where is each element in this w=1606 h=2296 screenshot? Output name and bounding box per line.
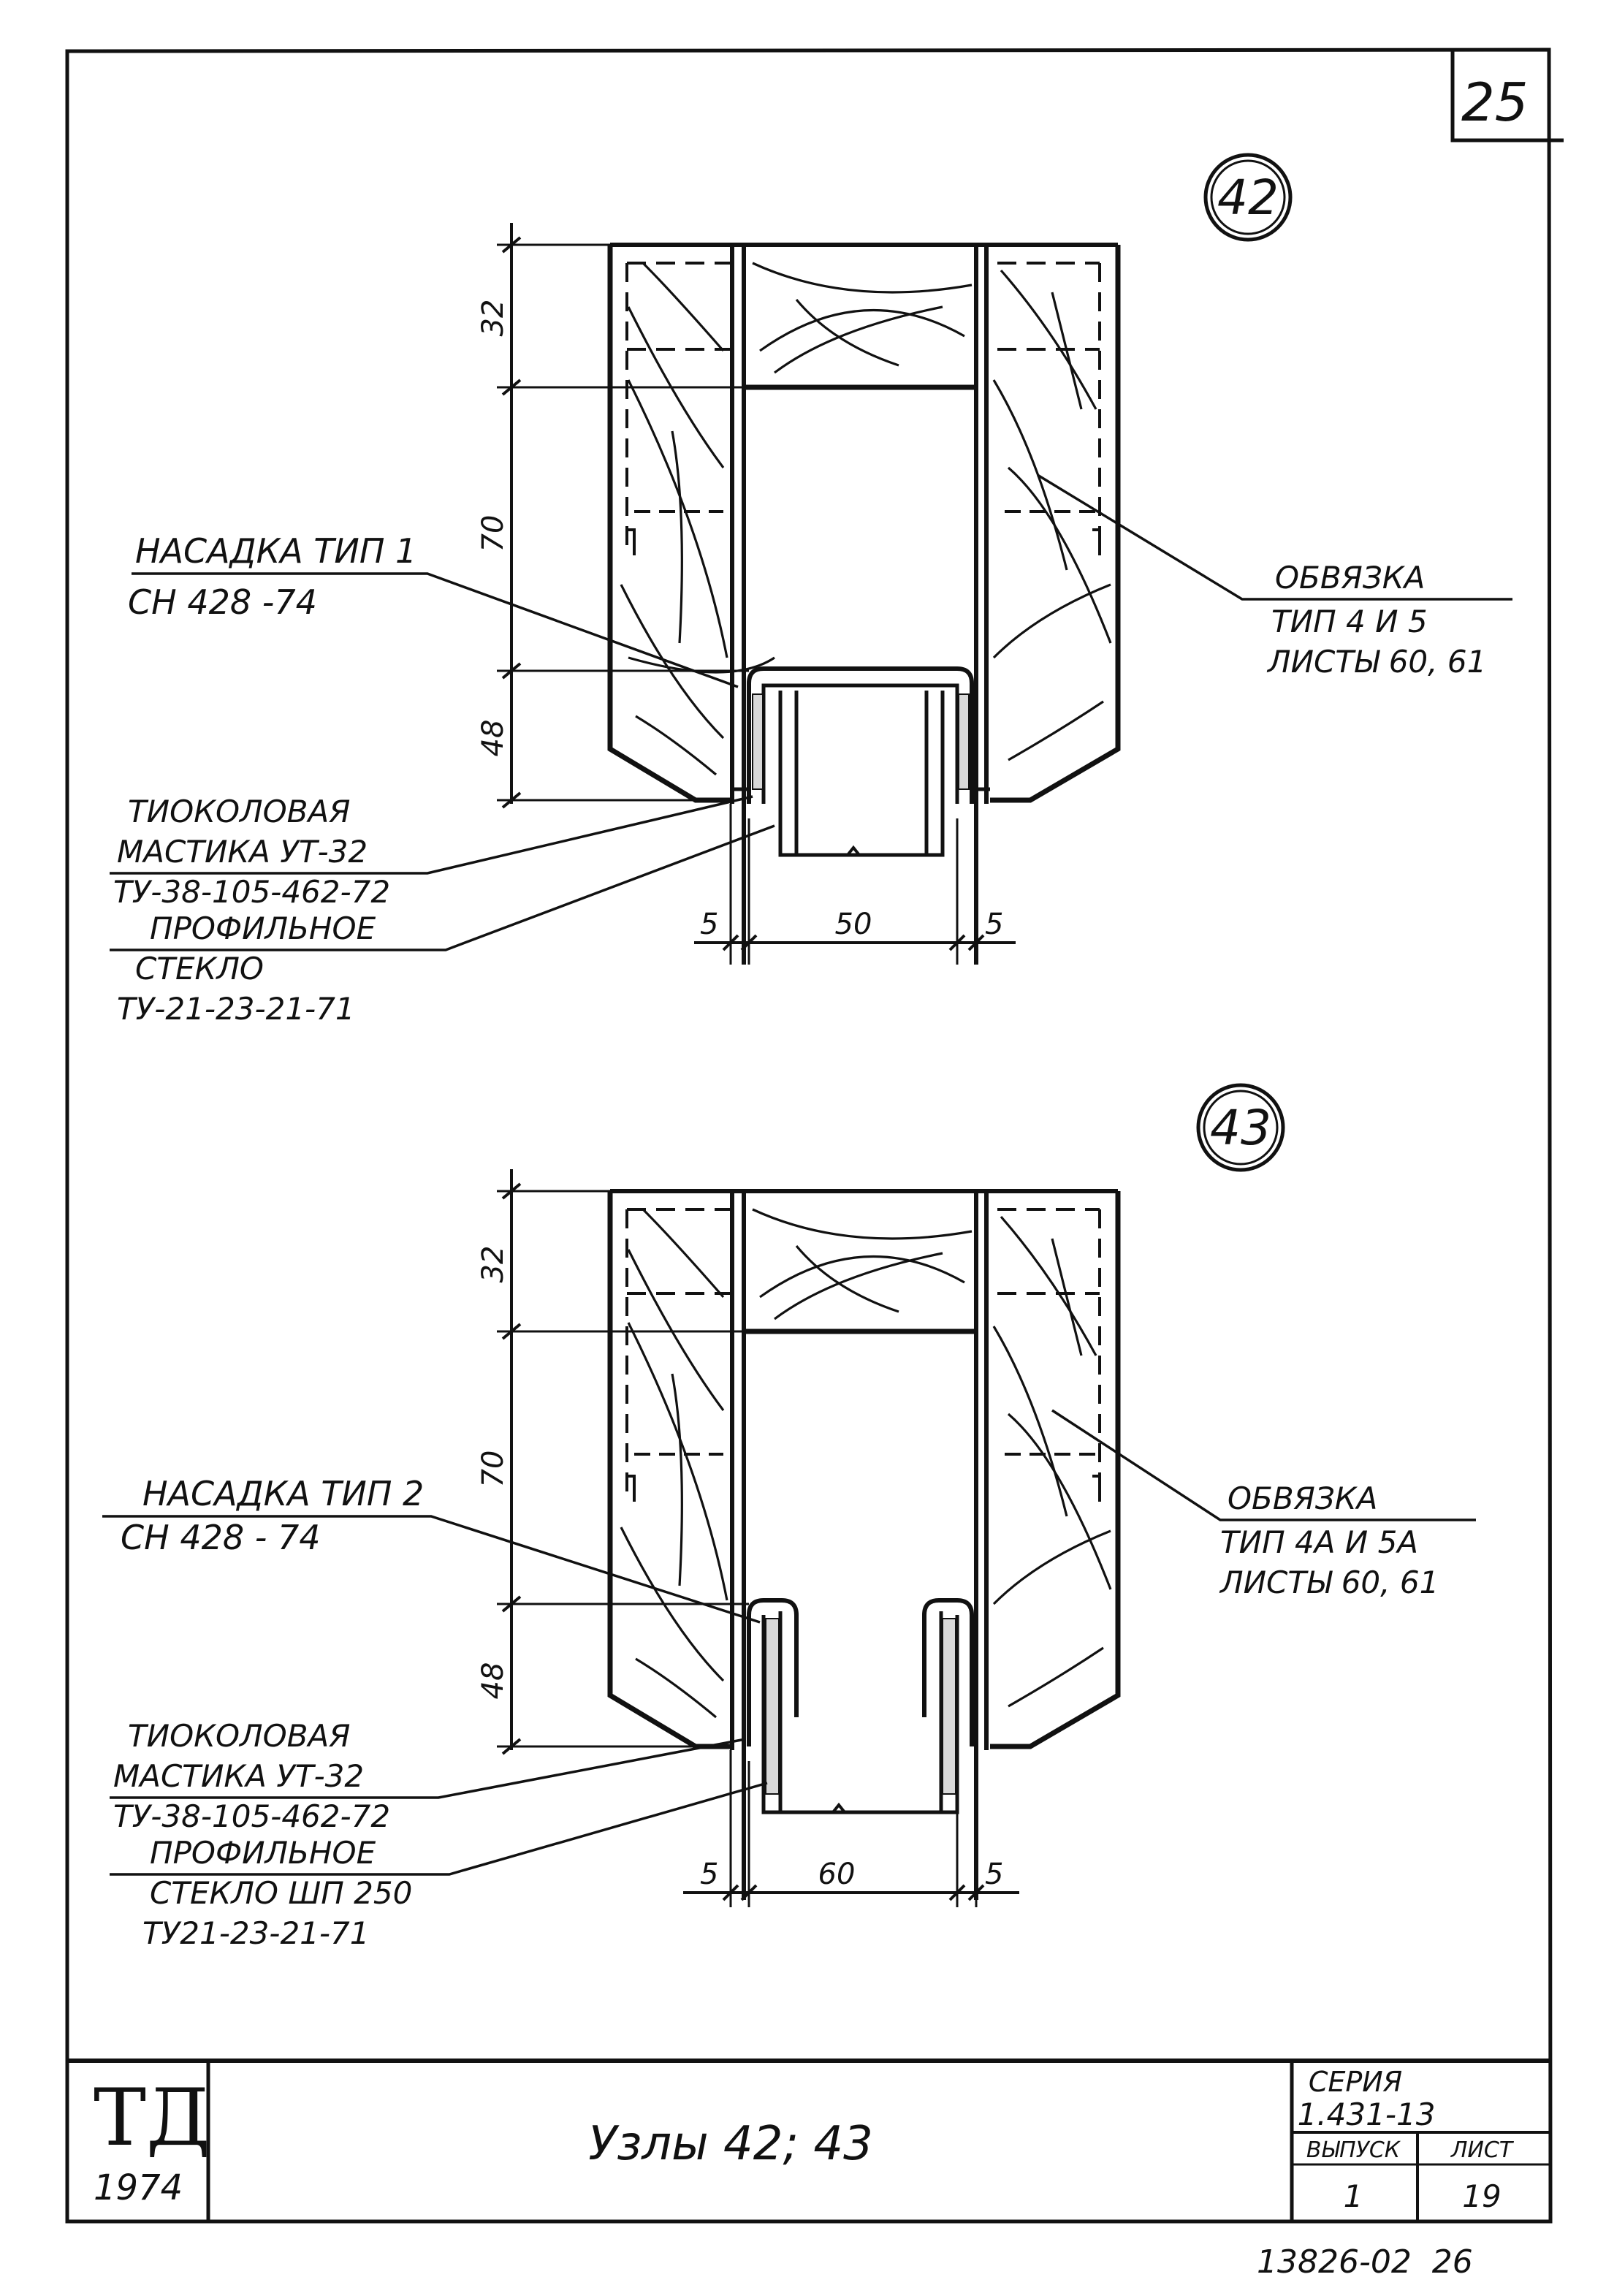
node-43-horizontal-dimensions: 5 60 5	[683, 1750, 1019, 1907]
node-43-mastic-right	[942, 1618, 956, 1795]
node-43-wood-hatching	[620, 1208, 1112, 1719]
node-43-steklo-line1: ПРОФИЛЬНОЕ	[150, 1835, 376, 1871]
node-42-dim-48: 48	[476, 720, 510, 757]
node-42-dim-5-right: 5	[985, 908, 1003, 941]
node-43-obvyazka-line1: ОБВЯЗКА	[1228, 1480, 1377, 1516]
node-43-obvyazka-line3: ЛИСТЫ 60, 61	[1219, 1565, 1439, 1600]
node-42-dim-70: 70	[476, 515, 510, 552]
node-42-dim-50: 50	[835, 908, 872, 941]
series-value: 1.431-13	[1298, 2097, 1436, 2132]
issue-value: 1	[1344, 2178, 1363, 2214]
node-43-nasadka-line1: НАСАДКА ТИП 2	[142, 1474, 424, 1513]
node-42-obvyazka-line3: ЛИСТЫ 60, 61	[1266, 644, 1486, 680]
node-42-number: 42	[1217, 170, 1279, 226]
node-43-nasadka-line2: СН 428 - 74	[121, 1518, 321, 1557]
node-43-mastika-line1: ТИОКОЛОВАЯ	[128, 1718, 350, 1754]
sheet-value: 19	[1462, 2178, 1501, 2214]
node-42-nasadka-line1: НАСАДКА ТИП 1	[135, 531, 416, 571]
node-42-dim-32: 32	[476, 300, 510, 337]
node-43-leaders	[102, 1409, 1476, 1876]
node-43-mastika-line2: МАСТИКА УТ-32	[113, 1758, 364, 1794]
node-43-steklo-line2: СТЕКЛО ШП 250	[150, 1875, 412, 1911]
node-42-obvyazka-line1: ОБВЯЗКА	[1275, 560, 1425, 596]
node-43-dim-32: 32	[476, 1246, 510, 1283]
node-43-dim-60: 60	[818, 1858, 856, 1891]
node-42-steklo-line2: СТЕКЛО	[135, 951, 264, 987]
node-43-steklo-line3: ТУ21-23-21-71	[142, 1915, 370, 1951]
org-logo: ТД	[94, 2072, 210, 2164]
node-43-callout: 43	[1196, 1083, 1285, 1172]
node-43-mastika-line3: ТУ-38-105-462-72	[113, 1798, 390, 1834]
node-43-number: 43	[1210, 1100, 1271, 1156]
node-43-dim-5-left: 5	[700, 1858, 718, 1891]
node-43: 43	[102, 1083, 1476, 1951]
node-43-frame	[607, 1189, 1121, 1900]
sheet-frame	[65, 47, 1553, 2224]
node-42-wood-hatching	[620, 262, 1112, 776]
page-number: 25	[1461, 72, 1529, 133]
issue-label: ВЫПУСК	[1306, 2137, 1401, 2163]
node-43-label-obvyazka: ОБВЯЗКА ТИП 4А И 5А ЛИСТЫ 60, 61	[1219, 1480, 1439, 1600]
node-42-vertical-dimensions: 32 70 48	[476, 223, 749, 809]
series-label: СЕРИЯ	[1309, 2066, 1402, 2098]
title-year: 1974	[94, 2167, 183, 2208]
node-43-glass-assembly	[747, 1598, 974, 1814]
node-43-obvyazka-line2: ТИП 4А И 5А	[1220, 1524, 1418, 1560]
node-42: 42	[110, 153, 1512, 1027]
node-43-dim-5-right: 5	[985, 1858, 1003, 1891]
node-42-label-obvyazka: ОБВЯЗКА ТИП 4 И 5 ЛИСТЫ 60, 61	[1266, 560, 1486, 680]
title-block: ТД 1974 Узлы 42; 43 СЕРИЯ 1.431-13 ВЫПУС…	[67, 2059, 1549, 2221]
node-42-callout: 42	[1203, 153, 1293, 242]
node-43-mastic-left	[765, 1618, 780, 1795]
node-42-steklo-line1: ПРОФИЛЬНОЕ	[150, 911, 376, 946]
sheet-label: ЛИСТ	[1450, 2137, 1515, 2163]
node-42-label-mastika: ТИОКОЛОВАЯ МАСТИКА УТ-32 ТУ-38-105-462-7…	[113, 794, 390, 910]
node-42-mastika-line3: ТУ-38-105-462-72	[113, 874, 390, 910]
node-42-leaders	[110, 474, 1512, 951]
page-number-box: 25	[1450, 50, 1564, 142]
node-42-horizontal-dimensions: 5 50 5	[694, 804, 1016, 965]
node-42-steklo-line3: ТУ-21-23-21-71	[117, 991, 355, 1027]
node-43-dim-48: 48	[476, 1662, 510, 1700]
node-42-mastic-right	[958, 693, 970, 790]
node-42-dim-5-left: 5	[700, 908, 718, 941]
node-42-label-nasadka: НАСАДКА ТИП 1 СН 428 -74	[128, 531, 416, 622]
node-43-dim-70: 70	[476, 1451, 510, 1488]
node-42-obvyazka-line2: ТИП 4 И 5	[1271, 604, 1428, 639]
node-42-label-steklo: ПРОФИЛЬНОЕ СТЕКЛО ТУ-21-23-21-71	[117, 911, 376, 1027]
node-43-label-nasadka: НАСАДКА ТИП 2 СН 428 - 74	[121, 1474, 424, 1557]
node-42-mastika-line1: ТИОКОЛОВАЯ	[128, 794, 350, 829]
node-42-mastic-left	[752, 693, 764, 790]
node-42-nasadka-line2: СН 428 -74	[128, 582, 317, 622]
node-43-vertical-dimensions: 32 70 48	[476, 1169, 749, 1755]
node-43-label-steklo: ПРОФИЛЬНОЕ СТЕКЛО ШП 250 ТУ21-23-21-71	[142, 1835, 412, 1951]
drawing-title: Узлы 42; 43	[588, 2117, 873, 2171]
archive-number: 13826-02 26	[1257, 2243, 1473, 2281]
node-43-label-mastika: ТИОКОЛОВАЯ МАСТИКА УТ-32 ТУ-38-105-462-7…	[113, 1718, 390, 1834]
node-42-mastika-line2: МАСТИКА УТ-32	[117, 834, 368, 870]
